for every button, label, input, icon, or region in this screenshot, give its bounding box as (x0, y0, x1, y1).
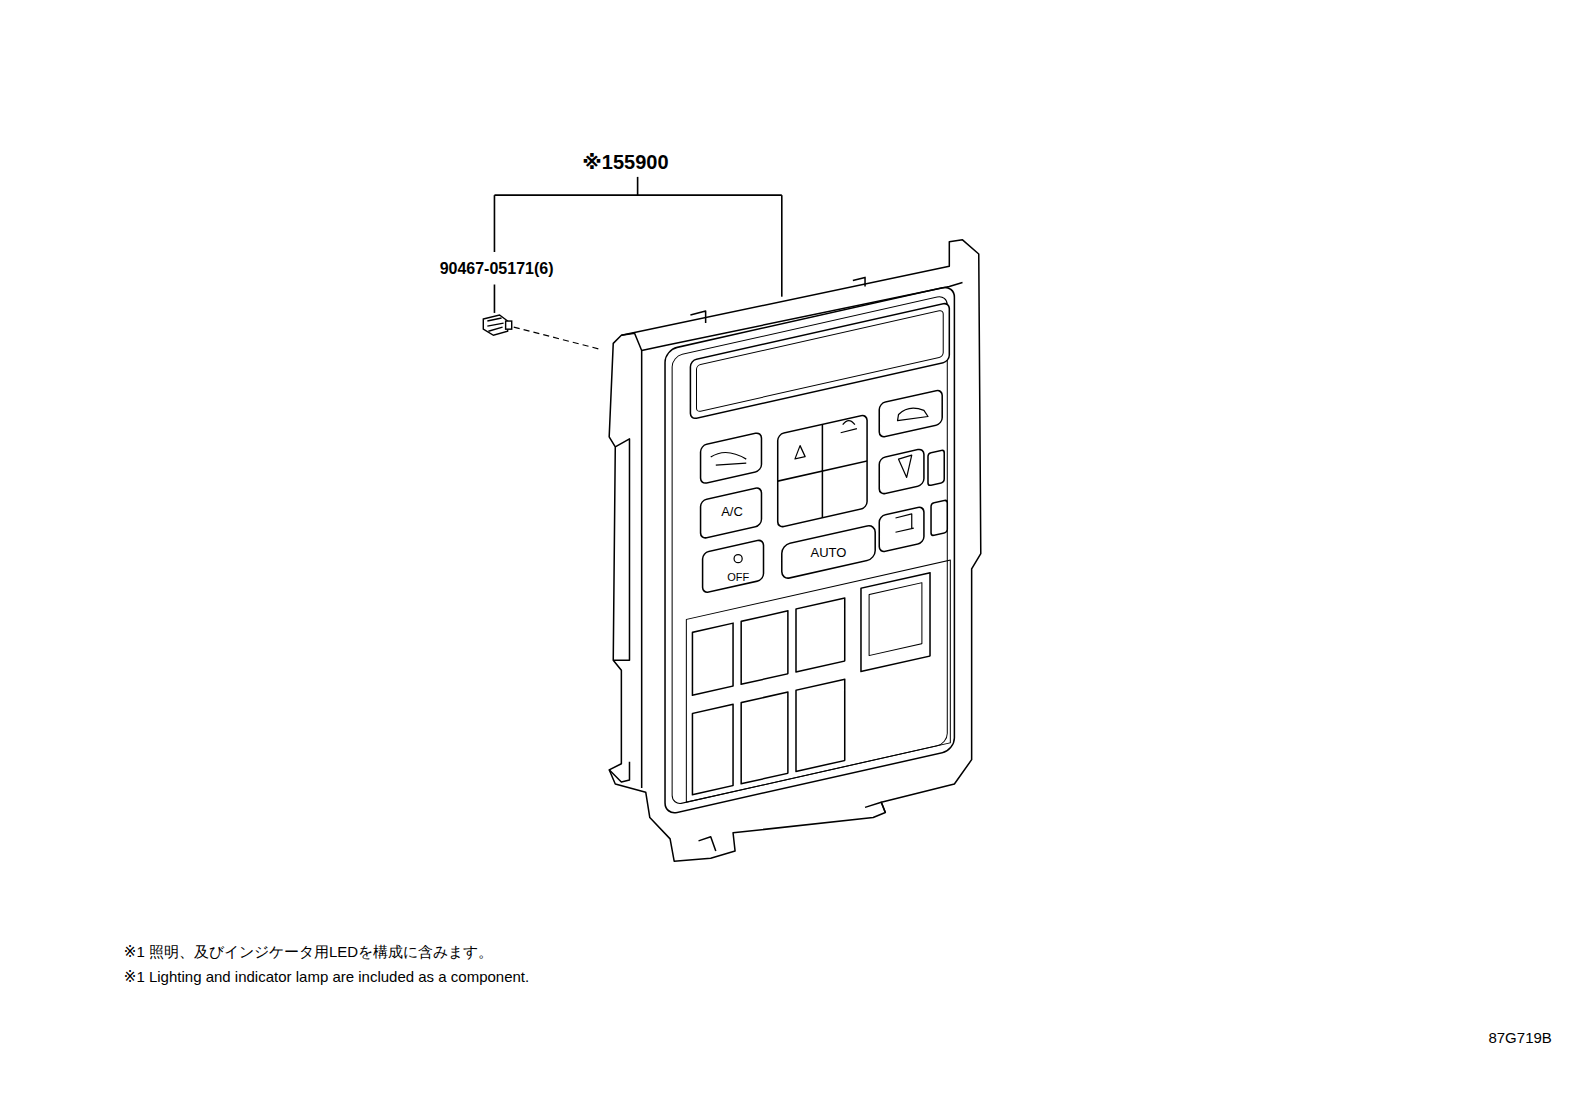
leader-line (514, 327, 601, 349)
part-number: 90467-05171(6) (440, 260, 554, 278)
callout-number: ※155900 (582, 151, 668, 174)
button-label: AUTO (811, 546, 847, 561)
diagram-code: 87G719B (1488, 1029, 1551, 1046)
note-text: ※1 照明、及びインジケータ用LEDを構成に含みます。 (124, 943, 493, 960)
bulb-clip (483, 315, 511, 335)
button-label: OFF (727, 571, 749, 584)
note-text: ※1 Lighting and indicator lamp are inclu… (124, 968, 529, 985)
ac-control-panel (609, 240, 981, 861)
button-label: A/C (721, 505, 743, 520)
callout-bracket (494, 177, 781, 313)
